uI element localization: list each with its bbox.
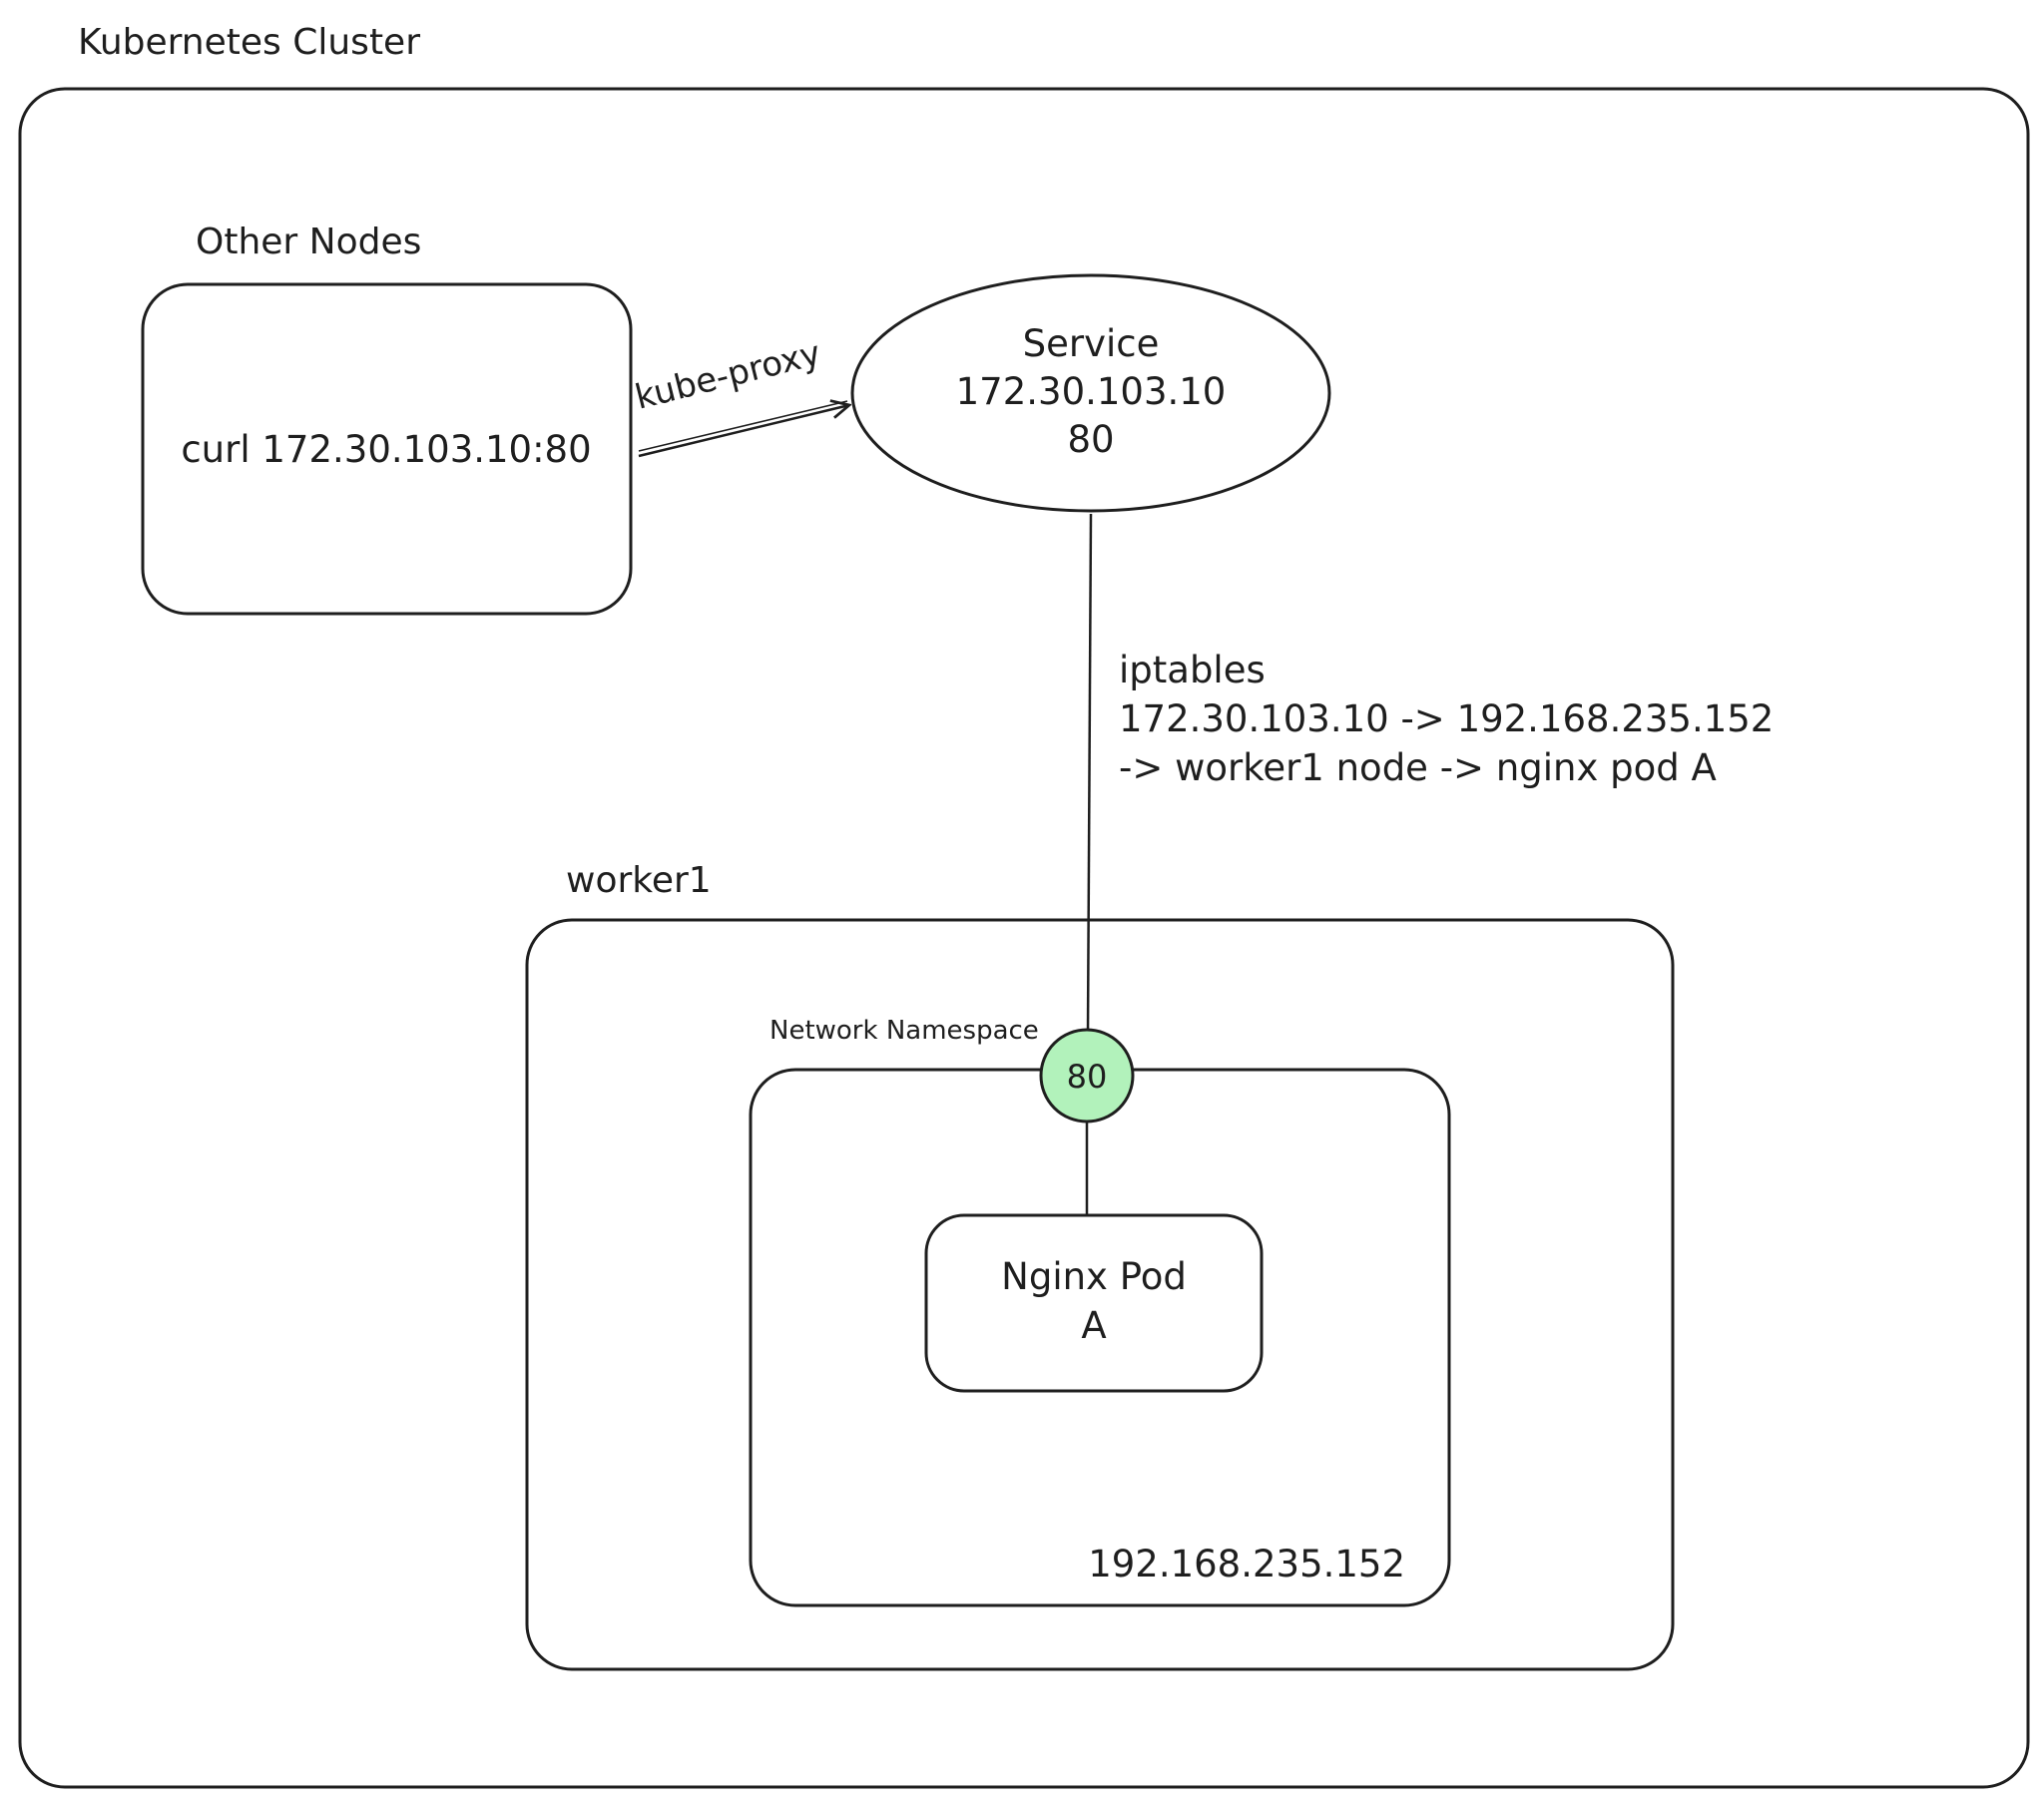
worker-title: worker1 — [566, 860, 712, 901]
nginx-pod-box — [924, 1213, 1264, 1393]
pod-suffix: A — [1081, 1304, 1106, 1347]
iptables-route: 172.30.103.10 -> 192.168.235.152 — [1119, 697, 1774, 740]
iptables-connector — [1086, 513, 1093, 1034]
iptables-destination: -> worker1 node -> nginx pod A — [1119, 746, 1717, 789]
service-name: Service — [1023, 322, 1160, 365]
service-port: 80 — [1067, 418, 1114, 461]
cluster-container — [18, 87, 2030, 1789]
pod-ip: 192.168.235.152 — [1088, 1543, 1405, 1585]
port-badge-label: 80 — [1067, 1058, 1108, 1096]
port-badge — [1039, 1028, 1135, 1124]
curl-command: curl 172.30.103.10:80 — [181, 428, 591, 471]
other-nodes-title: Other Nodes — [196, 222, 421, 262]
service-ip: 172.30.103.10 — [956, 370, 1227, 413]
pod-name: Nginx Pod — [1001, 1255, 1187, 1298]
other-nodes-box — [141, 282, 633, 616]
kube-proxy-label: kube-proxy — [632, 333, 825, 418]
kube-proxy-arrow — [638, 405, 849, 458]
cluster-title: Kubernetes Cluster — [78, 22, 420, 63]
iptables-label: iptables — [1119, 649, 1266, 691]
kube-proxy-arrow-stroke — [638, 400, 848, 452]
worker-node-box — [525, 918, 1675, 1671]
service-node — [850, 273, 1331, 513]
namespace-title: Network Namespace — [769, 1016, 1039, 1046]
